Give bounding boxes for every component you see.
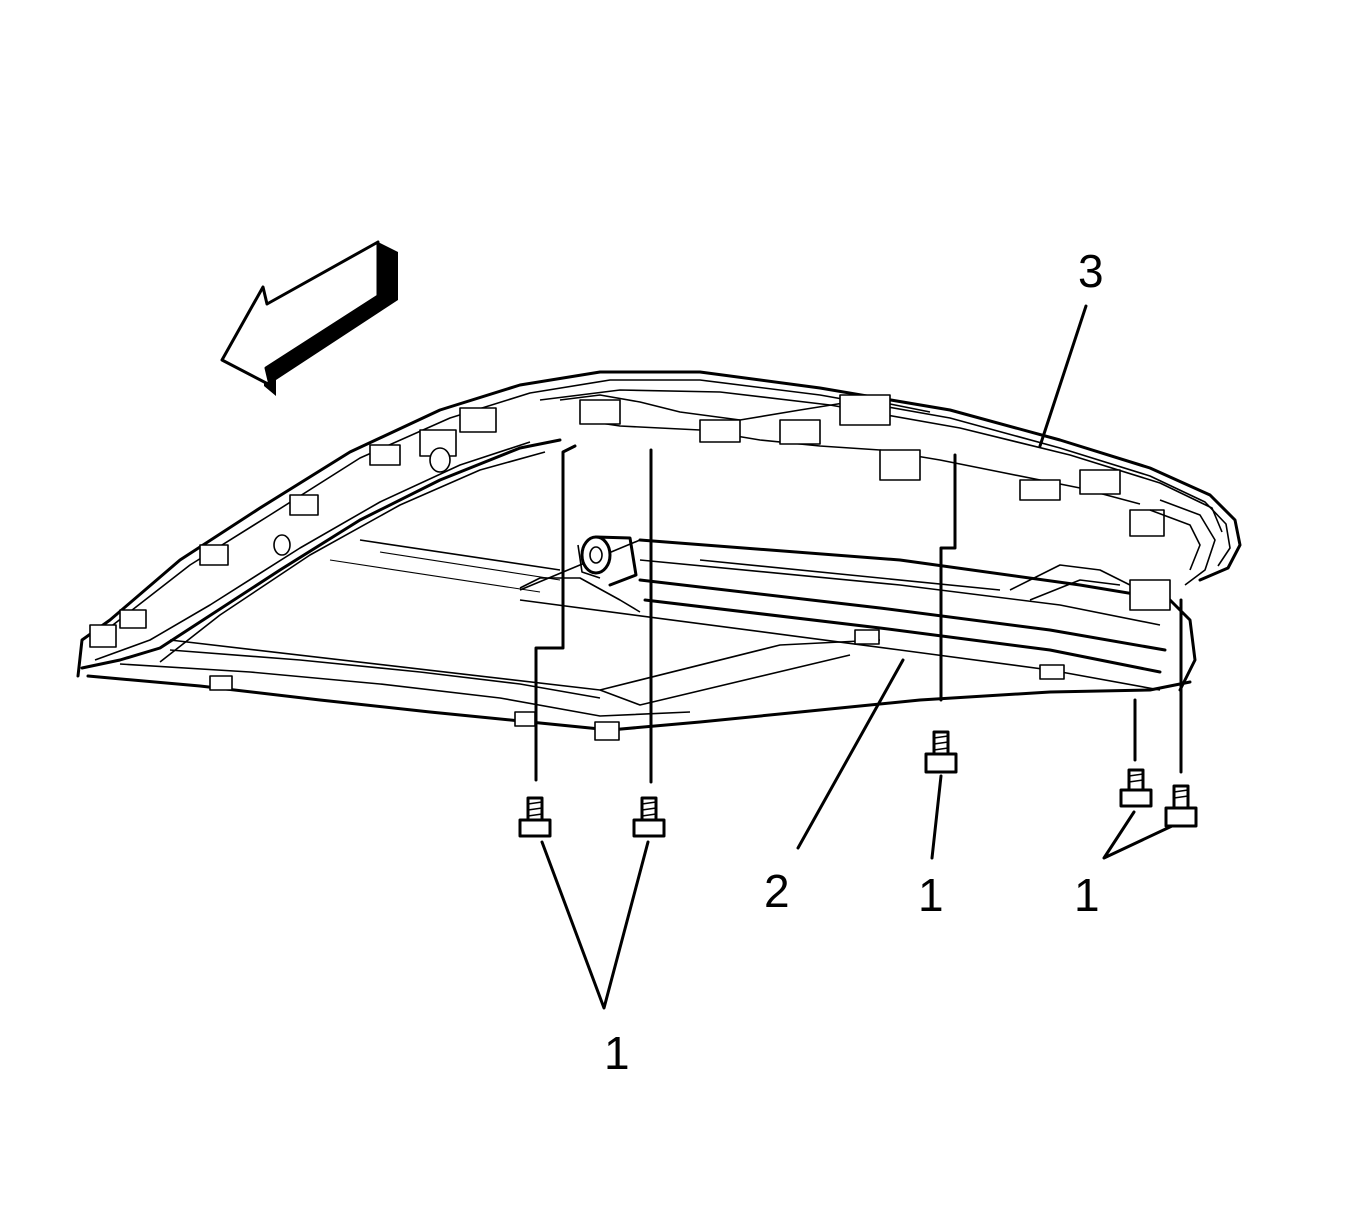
callout-leaders <box>540 304 1174 1010</box>
front-direction-arrow-icon <box>220 240 398 396</box>
callout-1-center-bolt: 1 <box>918 869 944 921</box>
sunroof-module-frame <box>76 370 1242 741</box>
callout-1-lower-left-bolts: 1 <box>604 1027 630 1079</box>
bolt-1-lower-left-b <box>632 796 666 838</box>
bolt-leader-lines <box>534 444 1183 784</box>
bolt-1-right-b <box>1164 784 1198 828</box>
bolt-1-center <box>924 730 958 774</box>
callout-2-sunshade: 2 <box>764 865 790 917</box>
bolt-1-lower-left-a <box>518 796 552 838</box>
bolt-1-right-a <box>1119 768 1153 808</box>
callout-1-right-bolts: 1 <box>1074 869 1100 921</box>
callout-3-sunroof-module: 3 <box>1078 245 1104 297</box>
